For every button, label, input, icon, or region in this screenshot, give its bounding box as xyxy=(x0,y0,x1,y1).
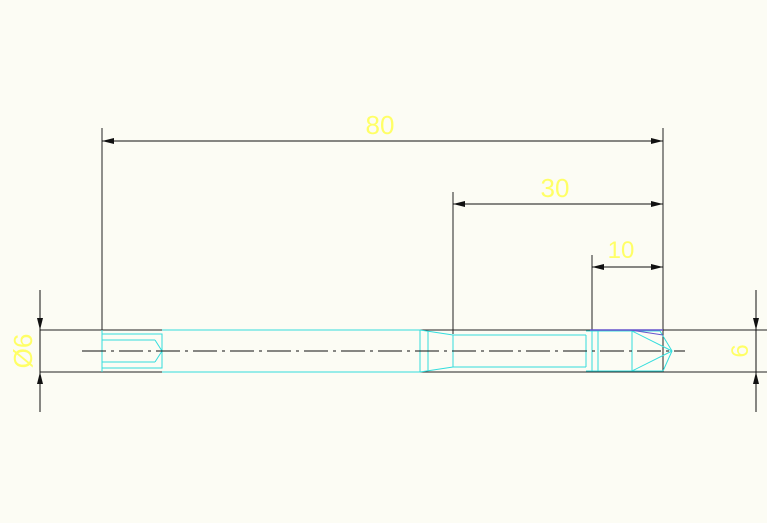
dimension-shank-diameter: Ø6 xyxy=(8,290,43,412)
tip-chamfer xyxy=(629,329,664,336)
dimension-tip-size: 6 xyxy=(727,290,759,412)
dimension-text-diameter: Ø6 xyxy=(8,334,38,369)
dimension-text-overall: 80 xyxy=(366,110,395,140)
dimension-text-10: 10 xyxy=(608,237,635,264)
dimension-tip-length: 10 xyxy=(592,237,663,270)
part-outline xyxy=(101,329,673,373)
dimension-thread-section: 30 xyxy=(453,173,663,207)
dimension-text-tip: 6 xyxy=(727,344,754,357)
dimension-overall-length: 80 xyxy=(102,110,663,144)
dimension-text-30: 30 xyxy=(541,173,570,203)
